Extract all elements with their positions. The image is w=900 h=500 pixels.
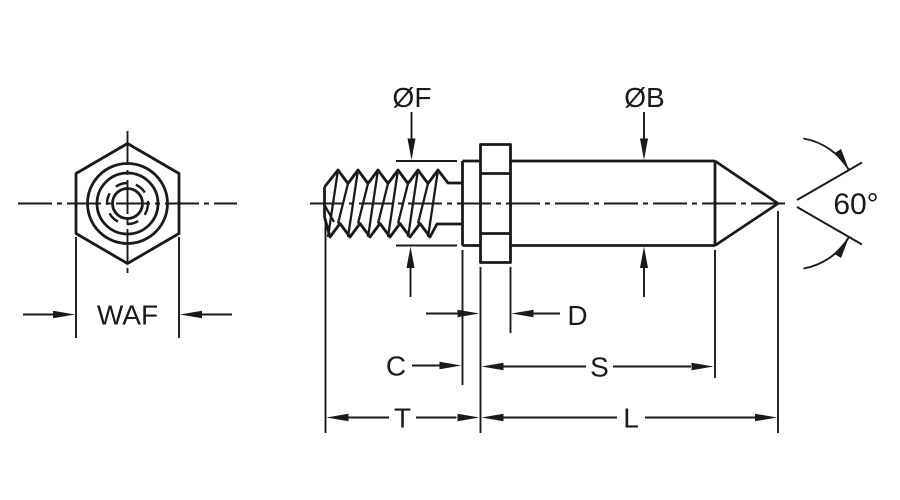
hidden-thread-circle <box>105 181 150 226</box>
thread-major-circle <box>95 171 160 236</box>
body-outline <box>510 159 717 247</box>
dim-l-label: L <box>623 403 639 434</box>
dimension-t: T <box>326 403 480 434</box>
hex-end-view: WAF <box>18 131 237 338</box>
dimension-d: D <box>426 300 588 331</box>
s-left-arrowhead <box>481 362 504 371</box>
cone-point <box>714 159 779 247</box>
point-angle-label: 60° <box>833 188 878 221</box>
angle-reference-lines <box>796 161 863 246</box>
l-right-arrowhead <box>755 413 777 422</box>
l-left-arrowhead <box>481 413 504 422</box>
collar-outline <box>461 159 481 247</box>
thread-dia-top-arrowhead <box>407 138 416 160</box>
cone-edges <box>714 159 779 247</box>
point-angle-dimension: 60° <box>796 137 879 270</box>
body-dia-bottom-arrowhead <box>640 246 648 268</box>
body-dia-top-arrowhead <box>640 138 648 160</box>
dimension-l: L <box>481 403 777 434</box>
t-right-arrowhead <box>457 413 480 422</box>
thread-diameter-dimension: ØF <box>393 82 457 297</box>
thread-dia-dimension-lines <box>396 160 457 247</box>
waf-dimension: WAF <box>23 237 232 338</box>
body-diameter-label: ØB <box>624 82 664 113</box>
angle-lower-arrowhead <box>834 237 849 258</box>
dim-d-label: D <box>567 300 587 331</box>
thread-dia-bottom-arrowhead <box>406 246 415 268</box>
dim-c-label: C <box>386 351 406 382</box>
d-left-arrowhead <box>457 309 480 318</box>
waf-extension-lines <box>75 237 180 338</box>
thread-start-runout <box>323 204 336 223</box>
flange-hex-corner-lines <box>480 172 511 235</box>
thread-crest-flanks <box>326 169 440 238</box>
waf-right-arrowhead <box>180 310 202 319</box>
dim-s-label: S <box>590 352 609 383</box>
cylindrical-body <box>510 159 717 247</box>
thread-profile <box>323 168 463 239</box>
waf-left-arrowhead <box>53 310 75 319</box>
point-tip-circle <box>111 187 144 220</box>
dimension-c: C <box>386 351 462 382</box>
d-right-arrowhead <box>511 309 534 318</box>
flange-outline <box>479 143 512 264</box>
thread-bottom-profile <box>323 216 463 239</box>
angle-upper-arrowhead <box>834 149 849 170</box>
body-diameter-circle <box>86 162 169 245</box>
c-arrowhead <box>439 361 462 370</box>
thread-diameter-label: ØF <box>393 82 432 113</box>
thread-dia-arrow-tails <box>409 112 413 297</box>
dimension-s: S <box>481 352 714 383</box>
s-right-arrowhead <box>691 362 714 371</box>
body-diameter-dimension: ØB <box>624 82 665 297</box>
hex-flange <box>461 143 512 264</box>
t-left-arrowhead <box>326 413 349 422</box>
waf-dimension-label: WAF <box>97 300 158 331</box>
dim-t-label: T <box>394 403 411 434</box>
side-view: ØF ØB 60° D <box>310 82 879 434</box>
thread-top-profile <box>323 168 463 188</box>
hexagon-outline <box>74 142 181 265</box>
thread-root-flanks <box>336 183 430 224</box>
